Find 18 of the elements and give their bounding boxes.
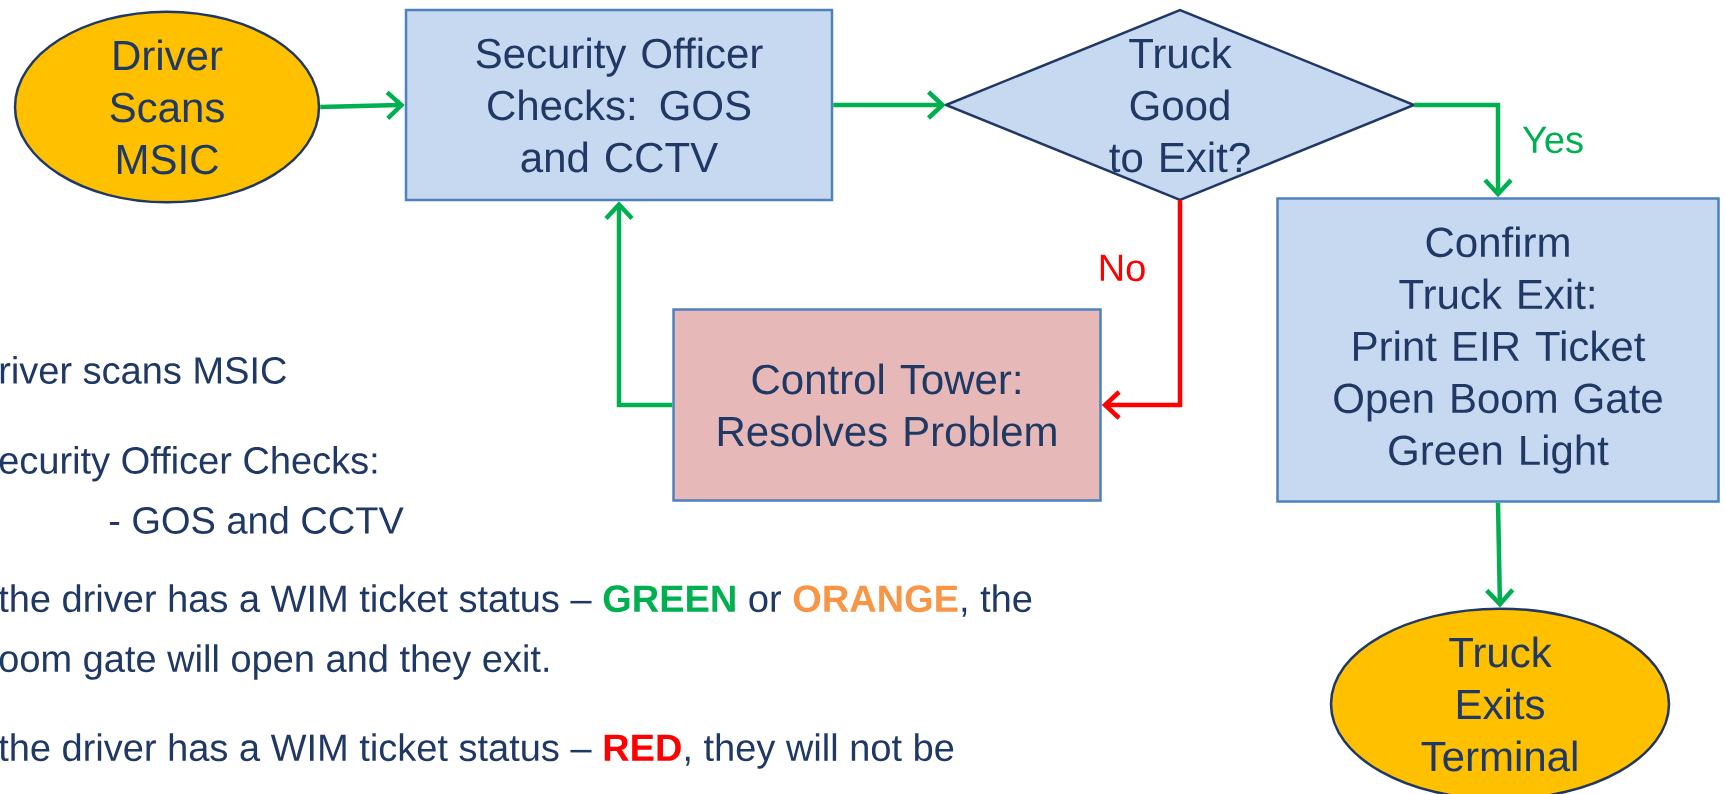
bullet-text: river scans MSIC	[0, 356, 286, 384]
edge-label: No	[1095, 252, 1149, 284]
label: , the	[962, 584, 1032, 617]
label: GREEN	[603, 585, 735, 613]
arrow	[604, 201, 673, 408]
process-box: Control Tower: Resolves Problem	[672, 308, 1102, 502]
arrow	[320, 90, 405, 120]
bullet-text: ecurity Officer Checks: - GOS and CCTV	[0, 446, 404, 534]
edge-label: Yes	[1520, 124, 1586, 156]
arrow	[1101, 200, 1183, 420]
process-box: Confirm Truck Exit: Print EIR Ticket Open Boom Gate Green Light	[1276, 197, 1720, 503]
process-box: Security Officer Checks: GOS and CCTV	[404, 8, 834, 202]
arrow	[833, 90, 946, 120]
arrow	[1485, 502, 1515, 608]
label: ORANGE	[793, 585, 958, 613]
label: or	[749, 591, 782, 613]
arrow	[1414, 102, 1513, 198]
label: oom gate will open and they exit.	[0, 644, 549, 680]
